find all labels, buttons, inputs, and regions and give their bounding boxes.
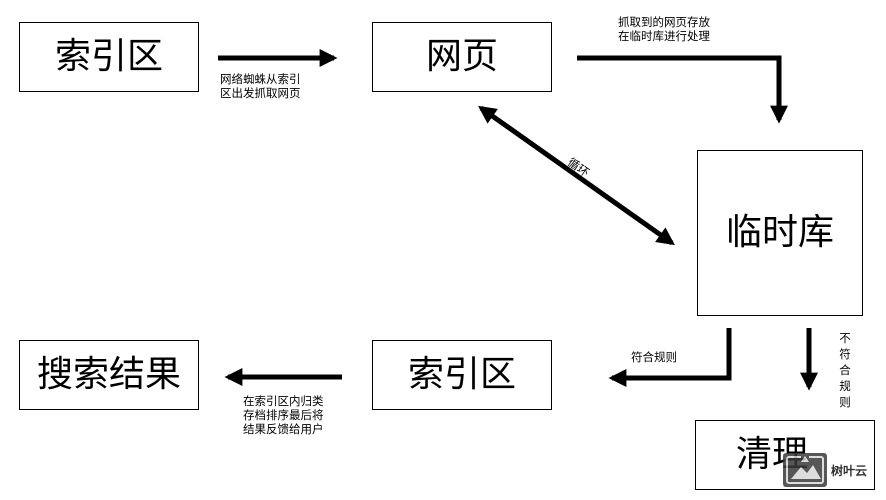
tree-leaf-logo-icon <box>783 453 827 487</box>
node-temp-store-label: 临时库 <box>725 212 834 253</box>
node-search-results-label: 搜索结果 <box>36 354 181 395</box>
watermark-text: 树叶云 <box>831 463 868 478</box>
edge-label-index-to-webpage: 网络蜘蛛从索引 区出发抓取网页 <box>220 72 301 100</box>
edge-label-conform: 符合规则 <box>631 350 677 364</box>
node-temp-store: 临时库 <box>697 150 863 316</box>
edge-label-webpage-to-temp: 抓取到的网页存放 在临时库进行处理 <box>618 15 710 43</box>
edge-label-conform-text: 符合规则 <box>631 350 677 364</box>
edge-label-not-conform-text: 不符合规则 <box>839 331 851 409</box>
arrow-cycle <box>478 105 675 246</box>
edge-label-line: 存档排序最后将 <box>243 408 324 422</box>
node-webpage: 网页 <box>372 22 552 92</box>
node-index-top-label: 索引区 <box>54 36 163 77</box>
edge-label-line: 抓取到的网页存放 <box>618 15 710 29</box>
edge-label-line: 在临时库进行处理 <box>618 29 710 43</box>
edge-label-not-conform: 不符合规则 <box>838 330 852 410</box>
arrow-conform <box>608 328 732 387</box>
node-index-bottom: 索引区 <box>372 340 552 410</box>
node-index-bottom-label: 索引区 <box>407 354 516 395</box>
edge-label-line: 网络蜘蛛从索引 <box>220 72 301 86</box>
edge-label-line: 结果反馈给用户 <box>243 422 324 436</box>
arrow-webpage-to-temp <box>577 55 788 124</box>
node-search-results: 搜索结果 <box>19 340 199 410</box>
watermark: 树叶云 <box>783 453 883 487</box>
node-index-top: 索引区 <box>19 22 199 92</box>
edge-label-line: 在索引区内归类 <box>243 394 324 408</box>
edge-label-line: 区出发抓取网页 <box>220 86 301 100</box>
node-webpage-label: 网页 <box>425 36 498 77</box>
edge-label-to-results: 在索引区内归类 存档排序最后将 结果反馈给用户 <box>243 394 324 436</box>
